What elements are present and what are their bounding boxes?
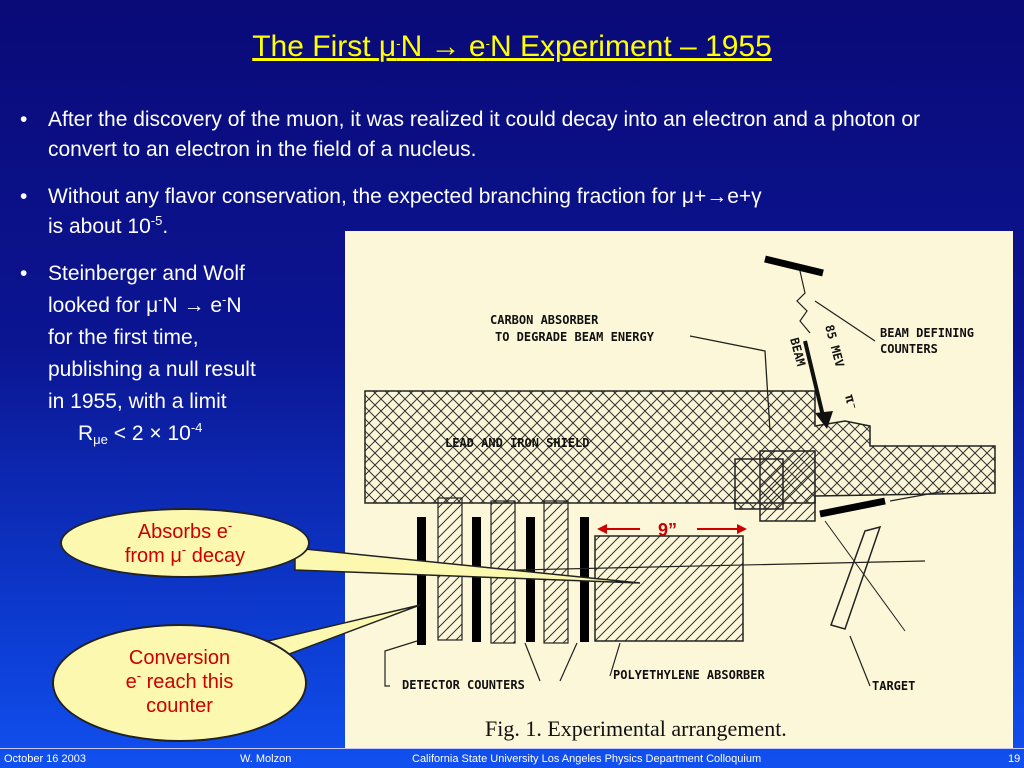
absorber-plate-3 [543, 500, 569, 644]
beam-def-label-line1: BEAM DEFINING [880, 326, 974, 340]
polyethylene-label: POLYETHYLENE ABSORBER [613, 668, 765, 682]
bullet-dot-icon: • [20, 108, 28, 131]
beam-def-leader-line [814, 300, 876, 342]
carbon-label-line1: CARBON ABSORBER [490, 313, 599, 327]
carbon-leader-line [689, 335, 771, 432]
target-leader-line [849, 635, 871, 687]
shield-label: LEAD AND IRON SHIELD [445, 436, 590, 450]
lead-iron-shield: LEAD AND IRON SHIELD [364, 390, 996, 522]
beam-counter-bottom [819, 497, 886, 518]
bullet-dot-icon: • [20, 262, 28, 285]
target-plate [830, 525, 882, 630]
absorber-plate-2 [490, 500, 516, 644]
experiment-diagram: LEAD AND IRON SHIELD CARBON ABSORBER TO … [345, 231, 1013, 748]
detector-counter-4 [580, 517, 589, 642]
detector-counter-2 [472, 517, 481, 642]
experiment-diagram-svg: LEAD AND IRON SHIELD CARBON ABSORBER TO … [364, 255, 996, 741]
footer-venue: California State University Los Angeles … [412, 753, 762, 765]
beam-arrow-head-icon [815, 411, 833, 429]
beam-word-label: BEAM [787, 336, 808, 368]
rate-limit: Rμe < 2 × 10-4 [78, 420, 203, 447]
detector-counters-label: DETECTOR COUNTERS [402, 678, 525, 692]
footer-rule [0, 748, 1024, 749]
footer-page-number: 19 [1008, 753, 1021, 765]
beam-squiggle [796, 270, 811, 334]
carbon-label-line2: TO DEGRADE BEAM ENERGY [495, 330, 655, 344]
beam-def-label-line2: COUNTERS [880, 342, 938, 356]
beam-pion-label: π⁻ [841, 393, 860, 412]
bullet-muon-discovery: • After the discovery of the muon, it wa… [20, 105, 940, 165]
footer-author: W. Molzon [240, 753, 292, 765]
target-label: TARGET [872, 679, 915, 693]
bullet-branching-fraction: • Without any flavor conservation, the e… [20, 182, 940, 242]
beam-arrow-shaft [803, 340, 825, 417]
bullet-text: After the discovery of the muon, it was … [48, 108, 921, 161]
detector-leader-line-2 [524, 642, 541, 682]
absorber-plate-1 [437, 497, 463, 641]
bullet-dot-icon: • [20, 185, 28, 208]
detector-counter-3 [526, 517, 535, 642]
decay-formula: μ+→e+γ [681, 185, 762, 208]
polyethylene-absorber [594, 535, 744, 642]
polyethylene-leader-line [609, 642, 621, 677]
target-guide-line [824, 520, 906, 632]
detector-counter-1 [417, 517, 426, 645]
bullet-steinberger-wolf: • Steinberger and Wolf looked for μ-N → … [20, 258, 340, 450]
dimension-arrow: 9” [597, 520, 747, 540]
beam-counter-top [764, 255, 824, 277]
beam-def-leader-line-2 [889, 490, 946, 502]
footer-date: October 16 2003 [4, 753, 86, 765]
dimension-label: 9” [658, 520, 677, 540]
beam-energy-label: 85 MEV [822, 323, 847, 369]
callout-absorbs: Absorbs e- from μ- decay [60, 508, 310, 578]
slide-title: The First μ-N → e-N Experiment – 1955 [252, 30, 772, 63]
figure-caption: Fig. 1. Experimental arrangement. [485, 716, 787, 741]
detector-leader-line-3 [559, 642, 578, 682]
callout-conversion: Conversion e- reach this counter [52, 624, 307, 742]
